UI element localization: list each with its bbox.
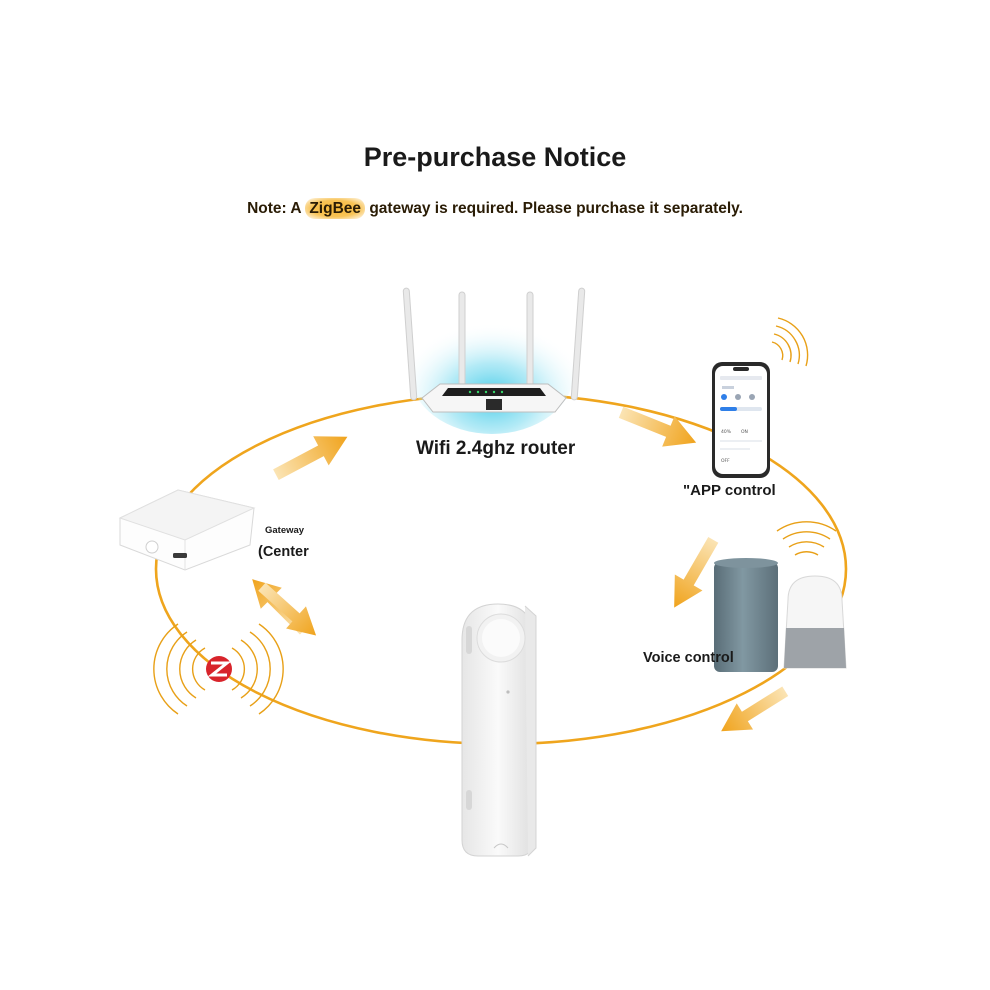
phone-toggle-b: OFF [721,458,730,464]
gateway-label: Gateway [265,525,305,536]
signal-wave-icon [153,623,284,715]
signal-wave-icon [776,521,837,556]
note-highlight: ZigBee [305,198,366,219]
smart-speaker-icon [714,558,778,672]
note-suffix: gateway is required. Please purchase it … [365,200,743,217]
page-title: Pre-purchase Notice [363,142,627,172]
phone-toggle-a: ON [741,429,748,435]
phone-percent: 40% [721,429,732,435]
gateway-center-label: (Center [258,544,309,560]
voice-control-label: Voice control [643,650,734,666]
doorbell-device-icon [461,603,537,857]
zigbee-logo-icon [206,656,232,682]
note-prefix: Note: A [247,200,306,217]
smartphone-icon: 40% ON OFF [712,362,770,478]
zigbee-gateway-icon [118,489,256,571]
smart-speaker-icon [783,575,847,669]
router-label: Wifi 2.4ghz router [416,438,576,459]
purchase-note: Note: A ZigBee gateway is required. Plea… [0,198,990,219]
app-control-label: "APP control [683,482,776,499]
flow-arrow-icon [251,575,327,647]
wifi-router-icon [402,287,586,434]
flow-arrow-icon [268,422,356,490]
signal-wave-icon [771,317,809,367]
